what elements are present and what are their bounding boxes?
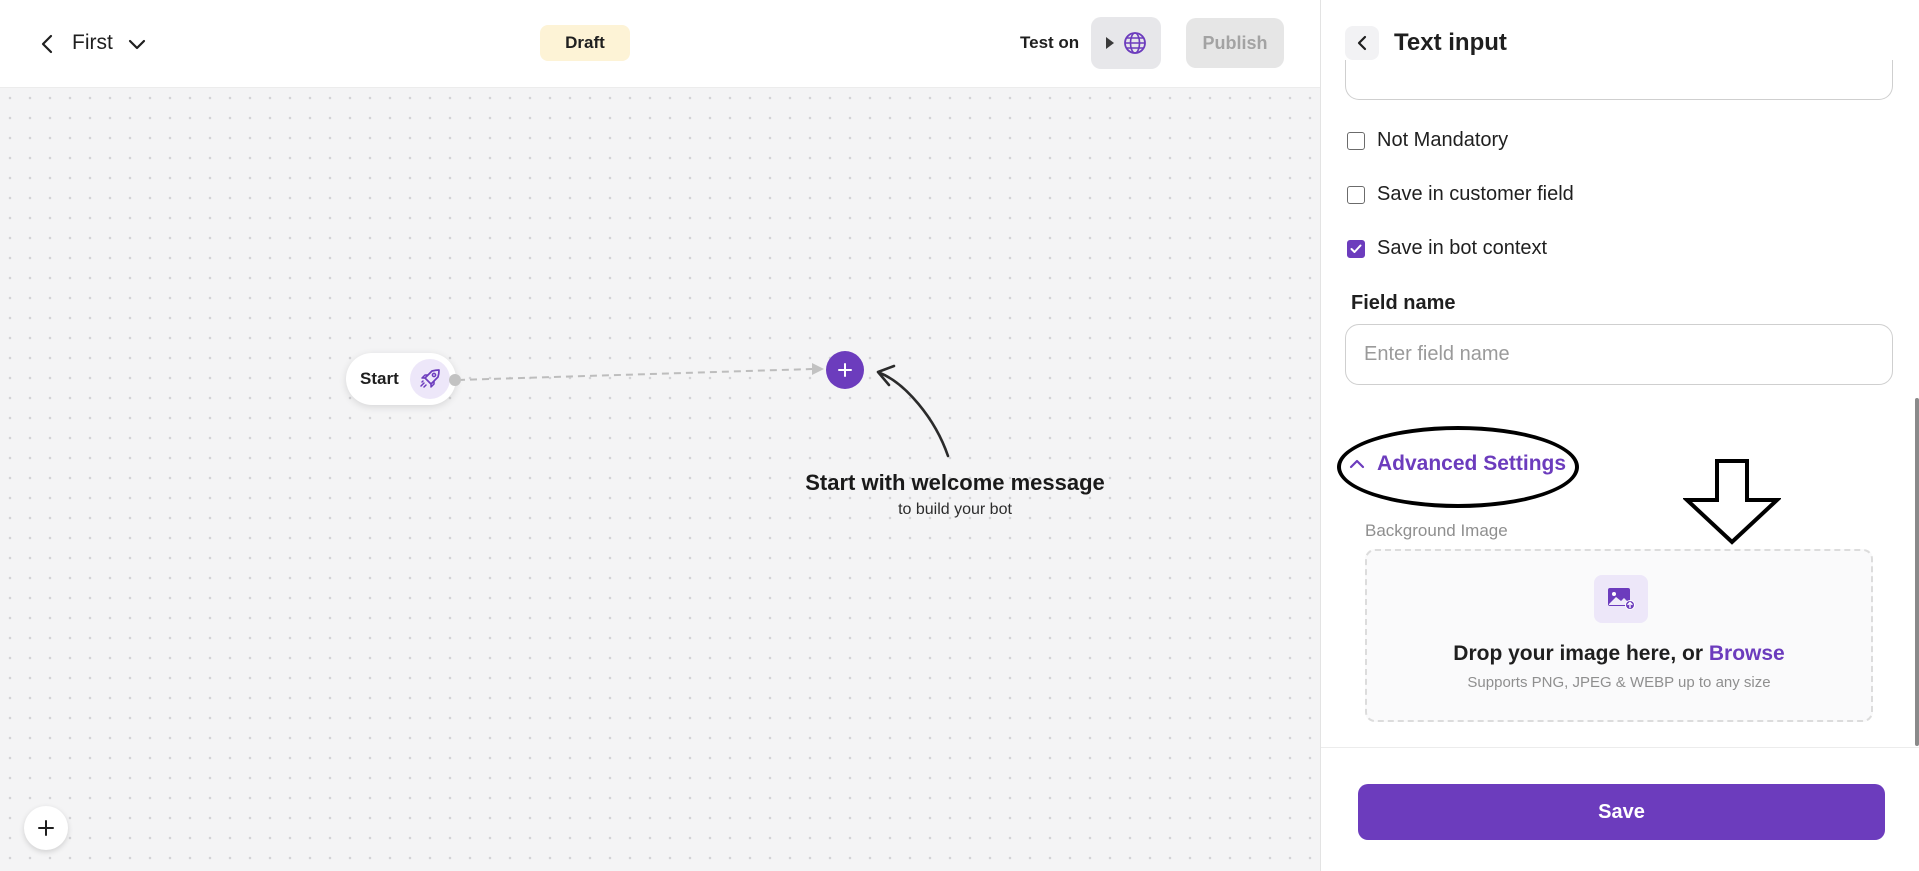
footer-divider	[1321, 747, 1919, 748]
chevron-up-icon	[1349, 459, 1365, 469]
field-name-label: Field name	[1351, 292, 1456, 314]
option-label: Save in bot context	[1377, 237, 1548, 259]
dropzone-hint: Supports PNG, JPEG & WEBP up to any size	[1467, 674, 1771, 691]
plus-icon	[838, 363, 852, 377]
image-upload-icon	[1594, 575, 1648, 623]
option-label: Not Mandatory	[1377, 129, 1509, 151]
panel-back-button[interactable]	[1345, 26, 1379, 60]
save-button[interactable]: Save	[1358, 784, 1885, 840]
panel-title: Text input	[1394, 29, 1507, 56]
chevron-left-icon	[1357, 35, 1367, 51]
background-image-label: Background Image	[1365, 521, 1508, 540]
field-name-input[interactable]	[1345, 324, 1893, 385]
dropzone-title: Drop your image here, or Browse	[1367, 642, 1871, 666]
chevron-left-icon	[41, 34, 53, 54]
add-node-button[interactable]	[826, 351, 864, 389]
previous-input-field[interactable]	[1345, 60, 1893, 100]
settings-panel: Text input Not Mandatory Save in custome…	[1320, 0, 1919, 871]
status-badge: Draft	[540, 25, 630, 61]
advanced-settings-label: Advanced Settings	[1377, 452, 1567, 475]
rocket-icon	[410, 359, 450, 399]
option-not-mandatory[interactable]: Not Mandatory	[1347, 129, 1508, 152]
flow-dropdown-button[interactable]	[125, 33, 149, 57]
flow-name[interactable]: First	[72, 31, 113, 54]
flow-builder: First Draft Test on Publish Start	[0, 0, 1320, 871]
globe-icon	[1124, 32, 1146, 54]
start-node-label: Start	[360, 369, 399, 388]
hint-arrow-icon	[876, 364, 950, 458]
option-save-bot-context[interactable]: Save in bot context	[1347, 237, 1547, 260]
browse-link[interactable]: Browse	[1708, 642, 1785, 665]
advanced-settings-toggle[interactable]: Advanced Settings	[1349, 452, 1566, 476]
dropzone-text: Drop your image here, or	[1453, 642, 1704, 665]
image-dropzone[interactable]: Drop your image here, or Browse Supports…	[1365, 549, 1873, 722]
plus-icon	[38, 820, 54, 836]
save-customer-field-checkbox[interactable]	[1347, 185, 1365, 204]
option-label: Save in customer field	[1377, 183, 1574, 205]
back-button[interactable]	[36, 30, 58, 58]
flow-canvas[interactable]: Start Start with welcome message to buil…	[0, 88, 1320, 871]
panel-scrollbar[interactable]	[1915, 398, 1919, 746]
canvas-add-button[interactable]	[24, 806, 68, 850]
test-on-label: Test on	[1020, 33, 1080, 52]
option-save-customer-field[interactable]: Save in customer field	[1347, 183, 1574, 206]
connection-edge	[457, 363, 824, 381]
publish-button[interactable]: Publish	[1186, 18, 1284, 68]
annotation-down-arrow-icon	[1683, 459, 1781, 545]
check-icon	[1350, 244, 1362, 253]
play-icon	[1106, 37, 1114, 49]
not-mandatory-checkbox[interactable]	[1347, 131, 1365, 150]
start-node[interactable]: Start	[346, 353, 456, 405]
hint-title: Start with welcome message	[805, 470, 1105, 495]
chevron-down-icon	[128, 39, 146, 50]
save-bot-context-checkbox[interactable]	[1347, 239, 1365, 258]
annotation-ellipse	[1337, 426, 1579, 508]
test-channel-button[interactable]	[1091, 17, 1161, 69]
start-node-handle[interactable]	[449, 374, 461, 386]
top-bar: First Draft Test on Publish	[0, 0, 1320, 88]
hint-subtitle: to build your bot	[898, 501, 1012, 518]
